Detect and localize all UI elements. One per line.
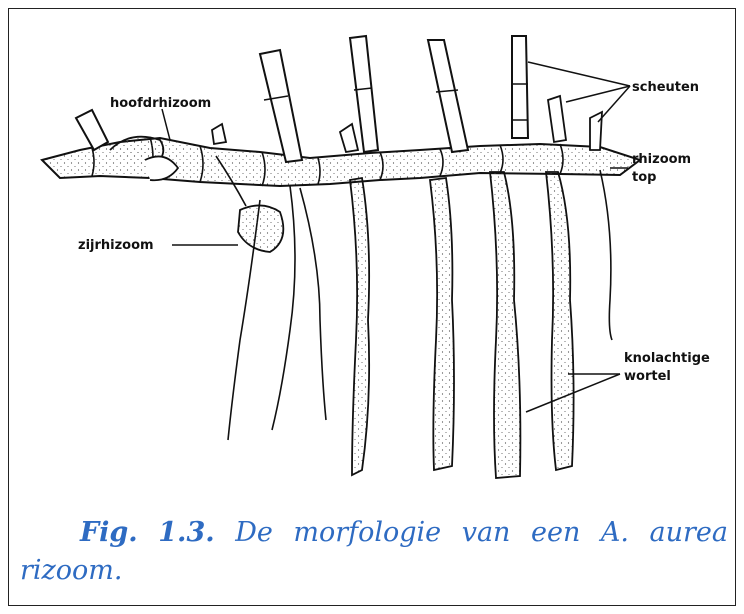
scheuten-pointers (528, 62, 630, 122)
figure-caption: Fig. 1.3. De morfologie van een A. aurea… (20, 514, 728, 590)
culm-nodes (264, 84, 528, 120)
label-knolachtige: knolachtige (624, 351, 710, 366)
label-rhizoom: rhizoom (632, 152, 691, 167)
caption-text: De morfologie van een A. aurea (235, 517, 728, 548)
caption-number: 1.3. (158, 517, 214, 548)
label-hoofdrhizoom: hoofdrhizoom (110, 96, 211, 111)
label-zijrhizoom: zijrhizoom (78, 238, 154, 253)
caption-fig: Fig. (80, 517, 138, 548)
tuberous-roots (350, 172, 574, 478)
side-rhizome (238, 205, 283, 252)
label-scheuten: scheuten (632, 80, 699, 95)
label-top: top (632, 170, 656, 185)
caption-text-end: rizoom. (20, 552, 728, 590)
label-wortel: wortel (624, 369, 671, 384)
